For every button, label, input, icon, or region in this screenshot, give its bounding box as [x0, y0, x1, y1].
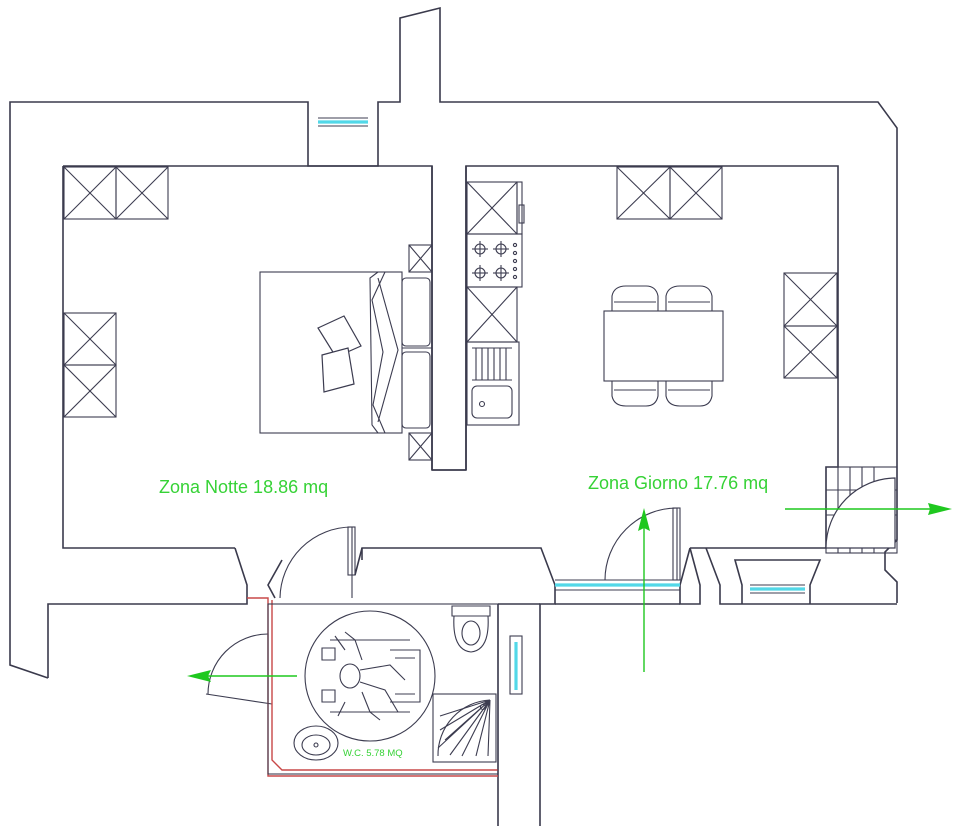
shower-icon	[432, 693, 497, 763]
window-icon	[555, 579, 680, 591]
right-niche-wall	[705, 547, 897, 605]
kitchen-hob-icon	[466, 233, 523, 288]
storage-units	[63, 166, 838, 418]
wardrobe-icon	[783, 272, 838, 379]
window-icon	[318, 117, 368, 127]
outer-wall	[9, 6, 898, 679]
wc-room: W.C. 5.78 MQ	[247, 597, 499, 777]
exit-arrow-icon	[187, 670, 297, 682]
washbasin-icon	[293, 725, 339, 761]
door-swing-icon	[205, 633, 273, 705]
window-icon	[750, 584, 805, 594]
nightstand-icon	[408, 432, 433, 461]
double-bed-icon	[259, 271, 432, 434]
day-zone-label: Zona Giorno 17.76 mq	[588, 473, 768, 493]
kitchen-sink-icon	[466, 341, 520, 426]
night-zone-label: Zona Notte 18.86 mq	[159, 477, 328, 497]
chair-icon	[665, 381, 713, 407]
wc-west-wall-top	[267, 559, 283, 599]
chair-icon	[611, 381, 659, 407]
entrance-door	[825, 466, 898, 554]
chair-icon	[611, 285, 659, 311]
chair-icon	[665, 285, 713, 311]
nightstand-icon	[408, 244, 433, 273]
door-swing-icon	[604, 507, 681, 581]
windows	[318, 117, 805, 695]
door-swing-icon	[825, 477, 896, 549]
wc-area-label: W.C. 5.78 MQ	[343, 748, 403, 759]
wheelchair-turning-circle-icon	[304, 610, 436, 742]
walls	[9, 6, 898, 826]
toilet-icon	[451, 605, 491, 653]
bottom-left-wall	[47, 547, 248, 678]
wc-east-wall	[497, 603, 540, 826]
wardrobe-icon	[616, 166, 723, 220]
window-icon	[509, 635, 523, 695]
partition-wall	[431, 166, 467, 471]
wardrobe-icon	[63, 312, 117, 418]
exit-arrow-icon	[785, 503, 952, 515]
wardrobe-icon	[63, 166, 169, 220]
exit-arrow-icon	[638, 508, 650, 672]
dining-table-icon	[603, 310, 724, 382]
door-swing-icon	[279, 526, 356, 599]
kitchen-unit	[466, 181, 525, 426]
